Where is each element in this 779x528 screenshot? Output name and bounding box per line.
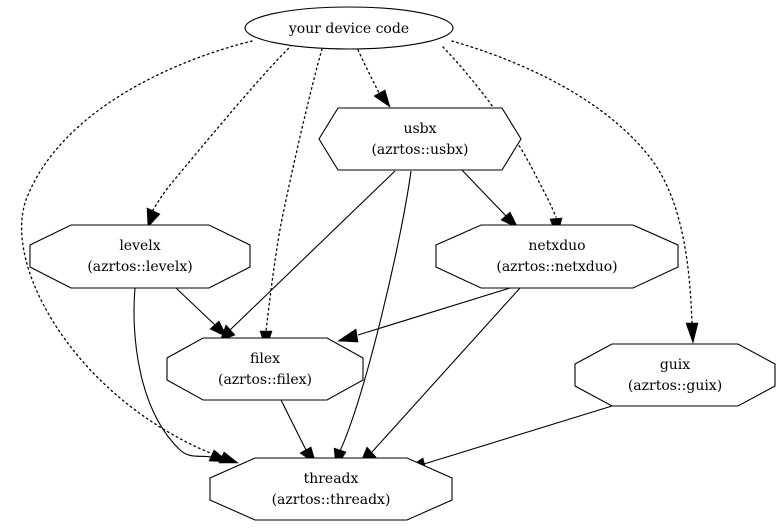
node-netxduo-shape bbox=[435, 224, 679, 289]
node-levelx-label-name: levelx bbox=[119, 238, 160, 254]
node-guix-label-namespace: (azrtos::guix) bbox=[628, 378, 722, 394]
edge-group-solid bbox=[133, 166, 613, 471]
edge-device-to-filex bbox=[259, 48, 323, 350]
edge-levelx-to-filex bbox=[175, 287, 228, 338]
edge-usbx-to-threadx bbox=[333, 170, 412, 469]
node-filex[interactable]: filex (azrtos::filex) bbox=[166, 337, 364, 401]
node-device[interactable]: your device code bbox=[244, 6, 454, 50]
node-guix[interactable]: guix (azrtos::guix) bbox=[574, 343, 776, 407]
node-guix-label-name: guix bbox=[660, 357, 690, 373]
edge-device-to-guix bbox=[451, 40, 699, 345]
edge-netxduo-to-filex bbox=[337, 287, 511, 343]
node-guix-shape bbox=[574, 343, 776, 407]
node-usbx[interactable]: usbx (azrtos::usbx) bbox=[318, 107, 522, 171]
node-netxduo-label-namespace: (azrtos::netxduo) bbox=[496, 259, 617, 275]
node-filex-label-name: filex bbox=[250, 351, 280, 367]
edge-device-to-usbx bbox=[357, 49, 391, 108]
edge-guix-to-threadx bbox=[405, 405, 613, 471]
node-threadx[interactable]: threadx (azrtos::threadx) bbox=[209, 457, 453, 521]
node-levelx-label-namespace: (azrtos::levelx) bbox=[87, 259, 192, 275]
node-usbx-label-namespace: (azrtos::usbx) bbox=[371, 142, 468, 158]
node-device-shape bbox=[244, 6, 454, 50]
edge-netxduo-to-threadx bbox=[359, 287, 521, 465]
node-device-label: your device code bbox=[288, 21, 409, 37]
node-netxduo[interactable]: netxduo (azrtos::netxduo) bbox=[435, 224, 679, 289]
node-levelx-shape bbox=[29, 224, 251, 289]
edge-levelx-to-threadx bbox=[133, 287, 239, 464]
edge-device-to-levelx bbox=[146, 44, 293, 228]
node-levelx[interactable]: levelx (azrtos::levelx) bbox=[29, 224, 251, 289]
edge-filex-to-threadx bbox=[280, 399, 317, 465]
node-filex-label-namespace: (azrtos::filex) bbox=[218, 372, 312, 388]
node-threadx-label-namespace: (azrtos::threadx) bbox=[272, 492, 391, 508]
edge-usbx-to-netxduo bbox=[458, 166, 519, 229]
node-threadx-shape bbox=[209, 457, 453, 521]
node-netxduo-label-name: netxduo bbox=[528, 238, 585, 254]
node-usbx-label-name: usbx bbox=[403, 121, 436, 137]
node-filex-shape bbox=[166, 337, 364, 401]
node-threadx-label-name: threadx bbox=[304, 471, 359, 487]
node-usbx-shape bbox=[318, 107, 522, 171]
